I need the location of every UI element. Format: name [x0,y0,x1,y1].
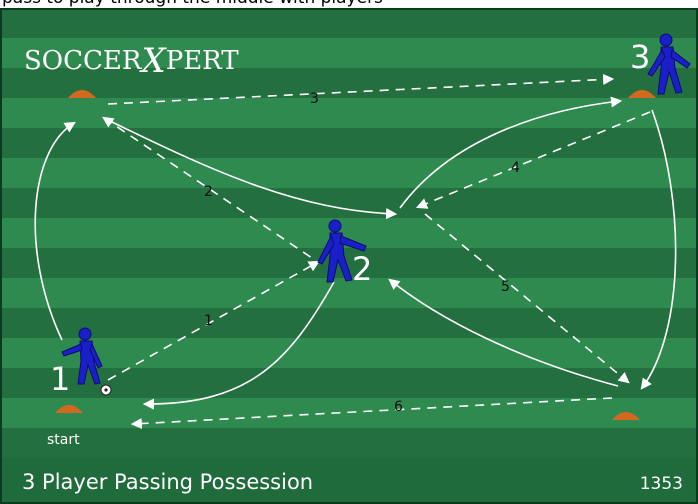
soccerxpert-logo: SOCCERXPERT [24,41,239,81]
pass-labels: 1 2 3 4 5 6 [204,91,520,415]
cone-top-right [628,90,656,98]
pass-line-1 [107,260,320,381]
pass-label-3: 3 [310,91,319,107]
pass-line-5 [424,213,630,384]
pass-label-2: 2 [204,184,213,200]
player-3-figure [647,33,691,95]
pass-label-5: 5 [501,279,510,295]
player-2-number: 2 [352,250,373,288]
player-2-figure [317,219,367,283]
pass-label-6: 6 [394,399,403,415]
run-bottom-right-to-center [388,278,619,387]
drill-title: 3 Player Passing Possession [22,470,314,494]
pass-line-4 [415,111,651,209]
run-player-2 [142,281,335,410]
drill-field-svg: 1 2 3 4 5 6 [0,8,698,504]
player-1-number: 1 [50,360,71,398]
field-stripes [0,8,698,504]
run-player-3 [640,109,677,390]
pass-lines [102,73,651,430]
ball-icon [100,384,112,396]
pass-line-2 [102,116,313,259]
drill-number: 1353 [639,474,683,494]
pass-label-1: 1 [204,313,213,329]
player-3-number: 3 [630,38,651,76]
cone-bottom-left [55,405,83,413]
drill-diagram: 1 2 3 4 5 6 [0,8,698,504]
cone-top-left [68,90,96,98]
caption-text: pass to play through the middle with pla… [2,0,383,8]
pass-label-4: 4 [511,160,520,176]
run-top-to-center [107,119,398,220]
run-center-to-top-right [399,96,623,209]
pass-line-3 [107,73,615,105]
cropped-caption: pass to play through the middle with pla… [0,0,698,8]
run-player-1 [34,121,76,341]
cone-bottom-right [612,412,640,420]
start-label: start [47,432,80,448]
run-lines [34,96,677,410]
player-1-figure [61,327,103,385]
